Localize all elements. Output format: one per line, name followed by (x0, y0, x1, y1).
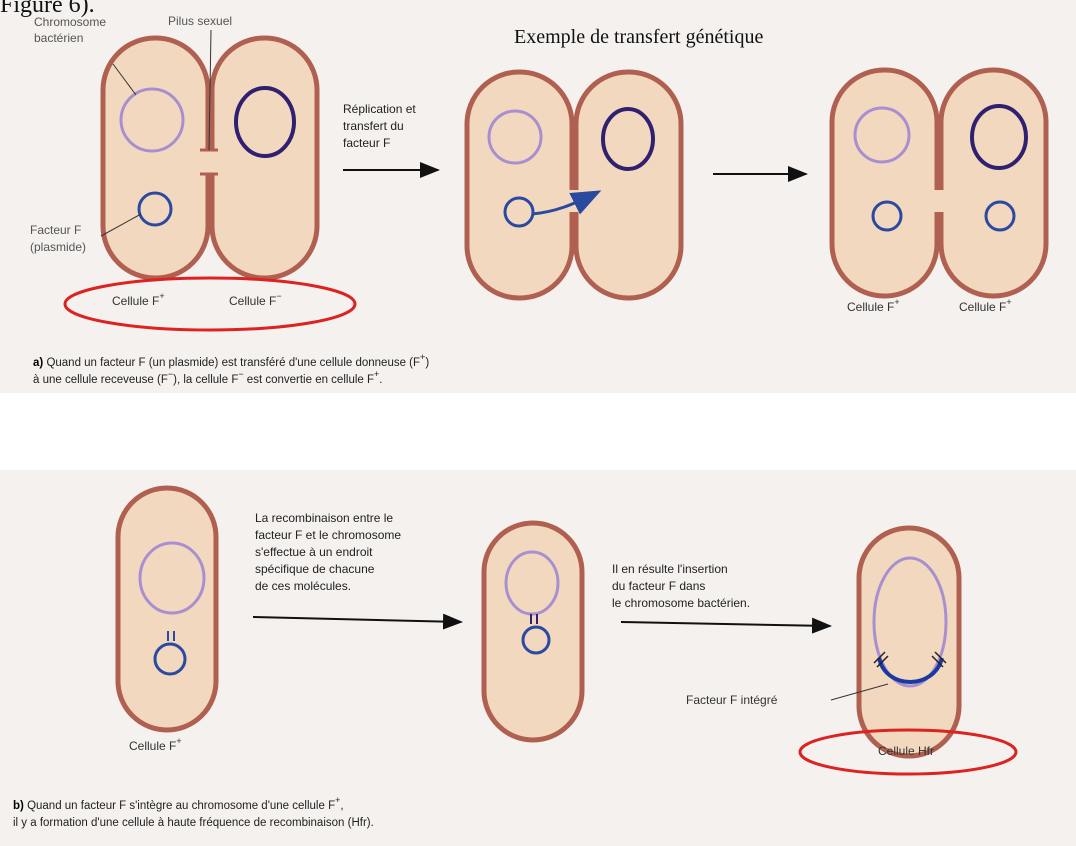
cell-f-plus (103, 38, 208, 278)
arrow-insertion (621, 622, 830, 626)
mating-pair-transfer (467, 72, 681, 298)
caption-b: b) Quand un facteur F s'intègre au chrom… (13, 798, 374, 832)
label-pilus: Pilus sexuel (168, 14, 232, 28)
sex-pilus (200, 150, 218, 174)
label-integrated: Facteur F intégré (686, 693, 777, 707)
step-recombination: La recombinaison entre le facteur F et l… (255, 510, 401, 595)
label-chromosome: Chromosome bactérien (34, 14, 106, 46)
diagram-title: Exemple de transfert génétique (514, 26, 763, 49)
label-result-right: Cellule F+ (959, 300, 1012, 314)
label-result-left: Cellule F+ (847, 300, 900, 314)
label-cell-f-minus: Cellule F− (229, 294, 282, 308)
arrow-recombination (253, 617, 461, 622)
mating-pair-result (832, 70, 1046, 296)
label-facteur: Facteur F (plasmide) (30, 222, 86, 256)
label-cell-b-f-plus: Cellule F+ (129, 739, 182, 753)
cell-f-minus (212, 38, 317, 278)
label-cell-hfr: Cellule Hfr (878, 744, 934, 758)
cell-b-initial (118, 488, 216, 730)
highlight-ellipse-a (65, 278, 355, 330)
cell-b-recombination (484, 523, 582, 740)
caption-a: a) Quand un facteur F (un plasmide) est … (33, 355, 429, 389)
step-insertion: Il en résulte l'insertion du facteur F d… (612, 561, 750, 612)
step-replication: Réplication et transfert du facteur F (343, 101, 416, 152)
label-cell-f-plus: Cellule F+ (112, 294, 165, 308)
cell-b-hfr (859, 528, 959, 756)
